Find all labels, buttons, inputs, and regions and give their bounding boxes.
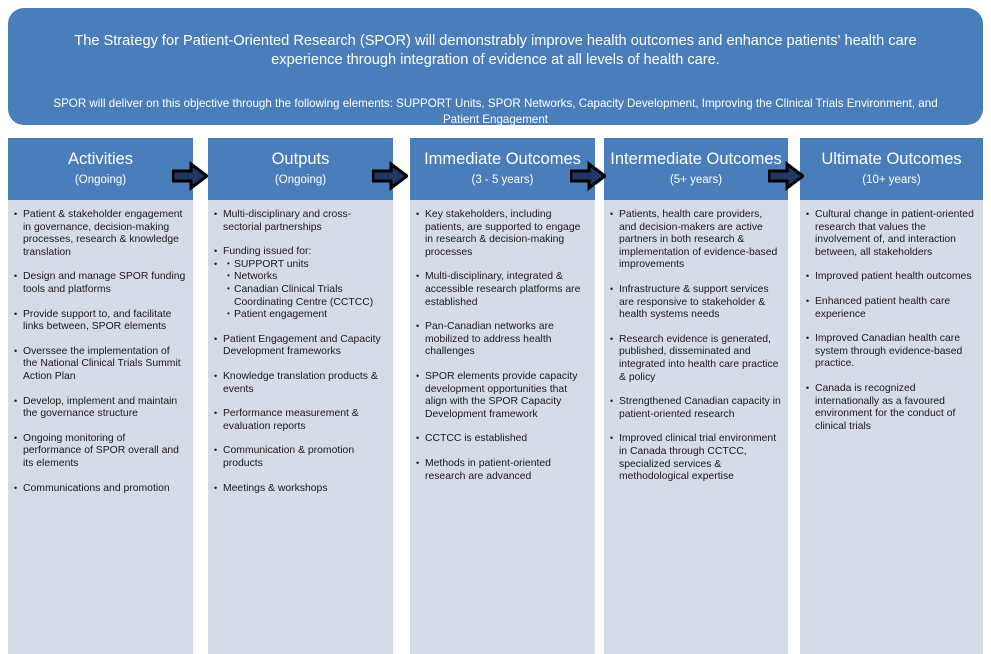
intermediate-outcomes-list: Patients, health care providers, and dec… xyxy=(610,208,781,484)
column-header-immediate-outcomes: Immediate Outcomes (3 - 5 years) xyxy=(410,138,595,200)
column-title: Activities xyxy=(67,150,134,168)
list-item: Multi-disciplinary, integrated & accessi… xyxy=(416,270,588,309)
list-item: Infrastructure & support services are re… xyxy=(610,283,781,322)
list-item: Research evidence is generated, publishe… xyxy=(610,333,781,384)
arrow-right-icon xyxy=(171,161,210,191)
outputs-list: Multi-disciplinary and cross-sectorial p… xyxy=(214,208,386,496)
list-item: Methods in patient-oriented research are… xyxy=(416,457,588,483)
column-outputs: Outputs (Ongoing) Multi-disciplinary and… xyxy=(208,138,393,654)
list-item: CCTCC is established xyxy=(416,432,588,446)
ultimate-outcomes-list: Cultural change in patient-oriented rese… xyxy=(806,208,976,433)
column-body-activities: Patient & stakeholder engagement in gove… xyxy=(8,200,193,654)
column-subtitle: (3 - 5 years) xyxy=(471,174,534,186)
list-item: Performance measurement & evaluation rep… xyxy=(214,407,386,433)
column-title: Immediate Outcomes xyxy=(424,150,581,168)
banner-elements-statement: SPOR will deliver on this objective thro… xyxy=(53,97,938,126)
list-item: Strengthened Canadian capacity in patien… xyxy=(610,395,781,421)
list-item: Develop, implement and maintain the gove… xyxy=(14,395,186,421)
list-item: Patient Engagement and Capacity Developm… xyxy=(214,333,386,359)
banner-objective-statement: The Strategy for Patient-Oriented Resear… xyxy=(74,33,917,68)
list-item: Canada is recognized internationally as … xyxy=(806,382,976,433)
column-body-intermediate-outcomes: Patients, health care providers, and dec… xyxy=(604,200,788,654)
column-immediate-outcomes: Immediate Outcomes (3 - 5 years) Key sta… xyxy=(410,138,595,654)
column-header-activities: Activities (Ongoing) xyxy=(8,138,193,200)
list-item: Design and manage SPOR funding tools and… xyxy=(14,270,186,296)
sub-list-item: SUPPORT units xyxy=(227,258,386,272)
immediate-outcomes-list: Key stakeholders, including patients, ar… xyxy=(416,208,588,483)
list-item: Provide support to, and facilitate links… xyxy=(14,308,186,334)
column-subtitle: (10+ years) xyxy=(862,174,921,186)
list-item: Improved clinical trial environment in C… xyxy=(610,432,781,483)
column-intermediate-outcomes: Intermediate Outcomes (5+ years) Patient… xyxy=(604,138,788,654)
list-item: Ongoing monitoring of performance of SPO… xyxy=(14,432,186,471)
list-item: Patients, health care providers, and dec… xyxy=(610,208,781,272)
arrow-right-icon xyxy=(767,161,806,191)
column-header-ultimate-outcomes: Ultimate Outcomes (10+ years) xyxy=(800,138,983,200)
funding-sublist: SUPPORT units Networks Canadian Clinical… xyxy=(227,258,386,322)
sub-list-item: Patient engagement xyxy=(227,308,386,322)
column-body-outputs: Multi-disciplinary and cross-sectorial p… xyxy=(208,200,393,654)
list-item: Cultural change in patient-oriented rese… xyxy=(806,208,976,259)
list-item: SPOR elements provide capacity developme… xyxy=(416,370,588,421)
arrow-right-icon xyxy=(371,161,410,191)
column-header-intermediate-outcomes: Intermediate Outcomes (5+ years) xyxy=(604,138,788,200)
column-ultimate-outcomes: Ultimate Outcomes (10+ years) Cultural c… xyxy=(800,138,983,654)
sub-list-item: Canadian Clinical Trials Coordinating Ce… xyxy=(227,283,386,309)
spor-objective-banner: The Strategy for Patient-Oriented Resear… xyxy=(8,8,983,126)
list-item: Pan-Canadian networks are mobilized to a… xyxy=(416,320,588,359)
column-body-immediate-outcomes: Key stakeholders, including patients, ar… xyxy=(410,200,595,654)
list-item: Key stakeholders, including patients, ar… xyxy=(416,208,588,259)
list-item: Improved Canadian health care system thr… xyxy=(806,332,976,371)
column-title: Intermediate Outcomes xyxy=(610,150,782,168)
list-item: Overssee the implementation of the Natio… xyxy=(14,345,186,384)
column-activities: Activities (Ongoing) Patient & stakehold… xyxy=(8,138,193,654)
column-subtitle: (5+ years) xyxy=(669,174,723,186)
arrow-right-icon xyxy=(569,161,608,191)
column-title: Outputs xyxy=(271,150,330,168)
list-item: Communication & promotion products xyxy=(214,444,386,470)
list-item: Knowledge translation products & events xyxy=(214,370,386,396)
list-item: Patient & stakeholder engagement in gove… xyxy=(14,208,186,259)
list-item: Funding issued for: xyxy=(214,245,386,259)
list-item: Improved patient health outcomes xyxy=(806,270,976,284)
column-subtitle: (Ongoing) xyxy=(274,174,327,186)
sub-list-item: Networks xyxy=(227,270,386,284)
column-header-outputs: Outputs (Ongoing) xyxy=(208,138,393,200)
activities-list: Patient & stakeholder engagement in gove… xyxy=(14,208,186,496)
column-subtitle: (Ongoing) xyxy=(74,174,127,186)
list-item: Multi-disciplinary and cross-sectorial p… xyxy=(214,208,386,234)
outputs-sublist-wrapper: SUPPORT units Networks Canadian Clinical… xyxy=(214,258,386,322)
list-item: Meetings & workshops xyxy=(214,482,386,496)
column-body-ultimate-outcomes: Cultural change in patient-oriented rese… xyxy=(800,200,983,654)
logic-model-columns: Activities (Ongoing) Patient & stakehold… xyxy=(0,138,991,654)
list-item: Communications and promotion xyxy=(14,482,186,496)
column-title: Ultimate Outcomes xyxy=(821,150,962,168)
list-item: Enhanced patient health care experience xyxy=(806,295,976,321)
